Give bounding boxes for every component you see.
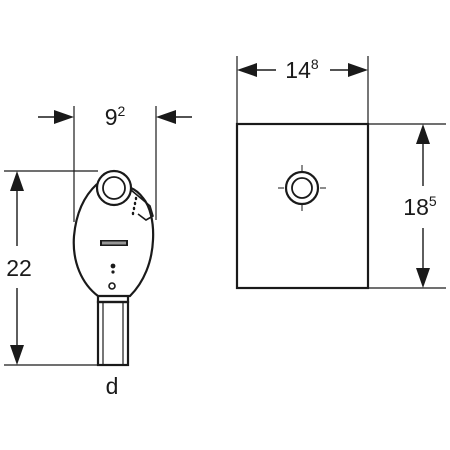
side-height-dimension: [4, 170, 98, 366]
outlet-pipe: [96, 300, 130, 367]
siphon-mark-upper: [110, 263, 116, 269]
siphon-side-lever: [130, 189, 154, 221]
siphon-chain: [131, 196, 138, 216]
plate-opening-outer: [284, 170, 320, 206]
siphon-body-outline: [72, 183, 155, 298]
brand-logo: [100, 240, 128, 246]
plate-width-label: 148: [285, 56, 319, 83]
side-width-dimension: [38, 106, 192, 222]
side-top-connection-inner: [102, 176, 126, 200]
plate-width-dimension: [236, 56, 369, 124]
side-height-label: 22: [6, 255, 32, 281]
plate-height-dimension: [368, 123, 446, 289]
side-view: [72, 169, 155, 367]
siphon-drain-hole: [108, 282, 116, 290]
cover-plate: [235, 122, 370, 290]
plate-height-label: 185: [403, 193, 437, 220]
plate-opening-inner: [291, 177, 313, 199]
siphon-mark-lower: [111, 270, 115, 274]
side-width-label: 92: [105, 103, 126, 130]
outlet-diameter-label: d: [106, 373, 119, 399]
front-view: [235, 122, 370, 290]
